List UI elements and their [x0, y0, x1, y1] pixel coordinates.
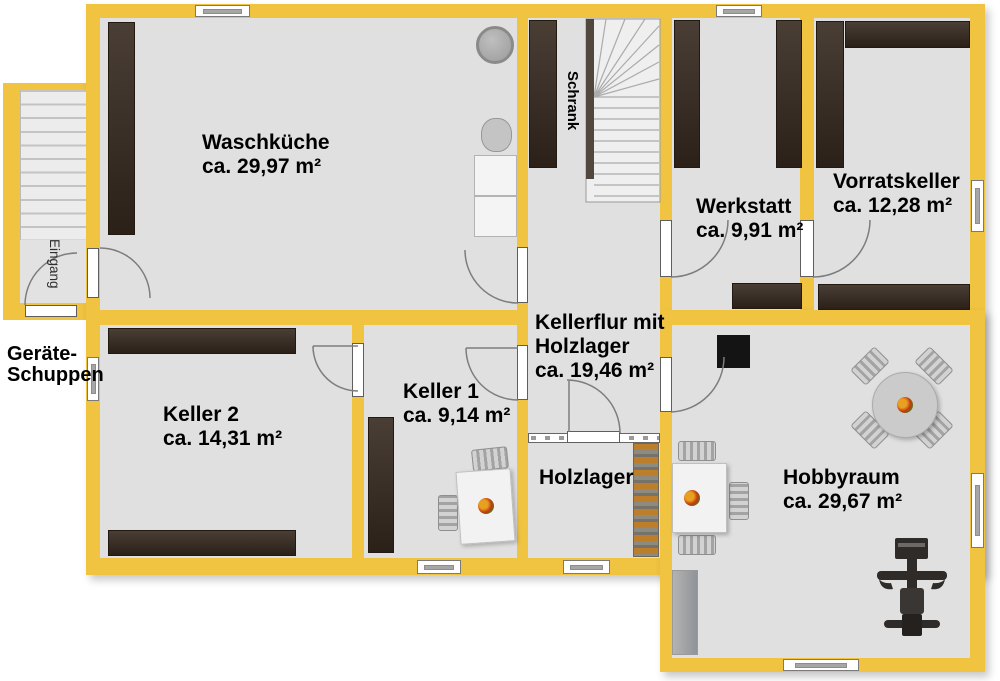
label-schrank: Schrank [564, 71, 581, 131]
door-kellerflur-holzlager [567, 431, 620, 443]
room-label-keller1: Keller 1 ca. 9,14 m² [403, 380, 510, 428]
window-werkstatt-top [716, 5, 762, 17]
vorratskeller-shelf-bottom [818, 284, 970, 310]
room-area: ca. 29,67 m² [783, 490, 903, 513]
room-keller2-floor [100, 325, 352, 558]
schrank-shelf [529, 20, 557, 168]
room-name: Holzlager [535, 335, 630, 358]
room-name: Werkstatt [696, 195, 792, 218]
room-name: Waschküche [202, 131, 330, 154]
vorratskeller-shelf-left [816, 21, 844, 168]
room-area: ca. 14,31 m² [163, 427, 283, 450]
fruit-bowl-icon [478, 498, 494, 514]
window-keller1-bottom [417, 560, 461, 574]
stair-enclosure-wall-top [3, 83, 86, 90]
door-landing-waschkueche [87, 248, 99, 298]
room-label-werkstatt: Werkstatt ca. 9,91 m² [696, 195, 803, 243]
room-label-keller2: Keller 2 ca. 14,31 m² [163, 403, 282, 451]
room-name: Kellerflur mit [535, 311, 665, 334]
freezer-box-icon [717, 335, 750, 368]
room-waschkueche-floor [100, 18, 517, 310]
label-eingang: Eingang [47, 239, 62, 289]
chair-icon [729, 482, 749, 520]
washing-machine-icon [474, 155, 517, 196]
room-area: ca. 9,91 m² [696, 219, 804, 242]
door-entrance-exterior [25, 305, 77, 317]
door-kellerflur-keller1 [517, 345, 528, 400]
room-area: ca. 19,46 m² [535, 359, 655, 382]
door-waschkueche-kellerflur [517, 247, 528, 303]
exterior-staircase [20, 90, 86, 240]
room-label-vorratskeller: Vorratskeller ca. 12,28 m² [833, 170, 960, 218]
waschkueche-shelf [108, 22, 135, 235]
room-label-holzlager: Holzlager [539, 466, 634, 490]
hobbyraum-square-table [672, 463, 727, 533]
window-holzlager-bottom [563, 560, 610, 574]
sink-icon [481, 118, 512, 152]
keller2-shelf-top [108, 328, 296, 354]
fruit-bowl-icon [684, 490, 700, 506]
room-name: Keller 2 [163, 403, 239, 426]
chair-icon [678, 441, 716, 461]
werkstatt-shelf-left [674, 20, 700, 168]
chair-icon [678, 535, 716, 555]
room-name: Hobbyraum [783, 466, 900, 489]
room-name: Vorratskeller [833, 170, 960, 193]
room-label-hobbyraum: Hobbyraum ca. 29,67 m² [783, 466, 902, 514]
room-label-kellerflur: Kellerflur mit Holzlager ca. 19,46 m² [535, 311, 665, 383]
werkstatt-shelf-right [776, 20, 802, 168]
label-line: Schuppen [7, 364, 104, 386]
room-label-waschkueche: Waschküche ca. 29,97 m² [202, 131, 330, 179]
door-kellerflur-werkstatt [660, 220, 672, 277]
werkstatt-shelf-bottom [732, 283, 802, 309]
window-vorratskeller-right [971, 180, 984, 232]
vorratskeller-shelf-top [845, 21, 970, 48]
floor-mat-icon [672, 570, 698, 655]
boiler-icon [476, 26, 514, 64]
room-name: Holzlager [539, 466, 634, 489]
window-hobbyraum-right [971, 473, 984, 548]
dryer-icon [474, 196, 517, 237]
keller2-shelf-bottom [108, 530, 296, 556]
wood-stack-icon [633, 443, 659, 557]
window-keller2-left [87, 357, 99, 401]
keller1-shelf-left [368, 417, 394, 553]
window-waschkueche-top [195, 5, 250, 17]
chair-icon [438, 495, 458, 531]
label-geraeteschuppen: Geräte- Schuppen [7, 344, 104, 386]
room-area: ca. 12,28 m² [833, 194, 953, 217]
room-name: Keller 1 [403, 380, 479, 403]
door-keller1-keller2 [352, 343, 364, 397]
stair-enclosure-wall-left [3, 83, 20, 320]
window-hobbyraum-bottom [783, 659, 859, 671]
label-line: Geräte- [7, 343, 78, 365]
room-area: ca. 9,14 m² [403, 404, 511, 427]
room-area: ca. 29,97 m² [202, 155, 322, 178]
fruit-bowl-icon [897, 397, 913, 413]
